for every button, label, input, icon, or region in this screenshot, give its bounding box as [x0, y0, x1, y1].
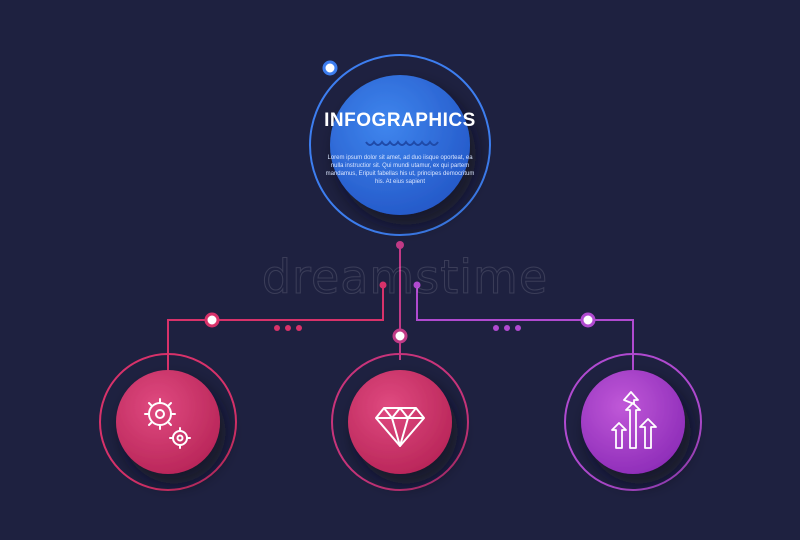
- center-ring-dot: [322, 60, 338, 76]
- right-branch-line: [416, 285, 634, 378]
- node-gears: [99, 353, 237, 491]
- center-node: [309, 54, 491, 236]
- right-outer-ring: [564, 353, 702, 491]
- right-ellipsis-dots: [493, 325, 521, 331]
- right-circle: [581, 370, 685, 474]
- middle-outer-ring: [331, 353, 469, 491]
- right-junction-dot: [413, 281, 421, 289]
- center-text-block: INFOGRAPHICS Lorem ipsum dolor sit amet,…: [318, 110, 482, 186]
- center-body-text: Lorem ipsum dolor sit amet, ad duo iisqu…: [325, 155, 475, 185]
- gears-icon: [144, 398, 191, 449]
- left-junction-dot: [379, 281, 387, 289]
- wave-decoration: [365, 140, 439, 146]
- connector-dots: [204, 241, 596, 344]
- left-branch-line: [167, 285, 384, 378]
- right-node-dot: [580, 312, 596, 328]
- middle-circle: [348, 370, 452, 474]
- left-node-dot: [204, 312, 220, 328]
- connector-lines: [167, 245, 634, 378]
- node-growth: [564, 353, 702, 491]
- stem-top-dot: [396, 241, 404, 249]
- middle-node-dot: [392, 328, 408, 344]
- left-ellipsis-dots: [274, 325, 302, 331]
- growth-arrows-icon: [611, 391, 657, 449]
- watermark-text: dreamstime: [261, 250, 549, 305]
- left-outer-ring: [99, 353, 237, 491]
- diamond-icon: [375, 407, 425, 447]
- node-diamond: [331, 353, 469, 491]
- center-outer-ring: [309, 54, 491, 236]
- center-title: INFOGRAPHICS: [324, 110, 476, 131]
